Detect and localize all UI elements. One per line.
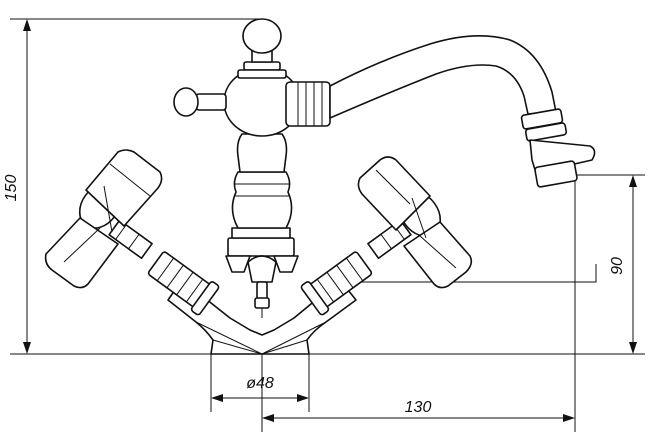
base-diameter-label: ø48: [246, 375, 274, 392]
spout-height-label: 90: [609, 257, 626, 275]
central-column: [173, 18, 301, 257]
left-valve: [44, 149, 220, 316]
spout: [285, 35, 596, 188]
height-total-dimension: 150: [3, 18, 262, 355]
base-diameter-dimension: ø48: [210, 354, 310, 412]
right-valve: [300, 156, 473, 316]
spout-reach-label: 130: [405, 399, 432, 416]
diverter-lever: [225, 255, 299, 318]
height-total-label: 150: [3, 175, 20, 202]
faucet-base: [167, 279, 357, 355]
spout-reach-dimension: 130: [261, 175, 576, 432]
